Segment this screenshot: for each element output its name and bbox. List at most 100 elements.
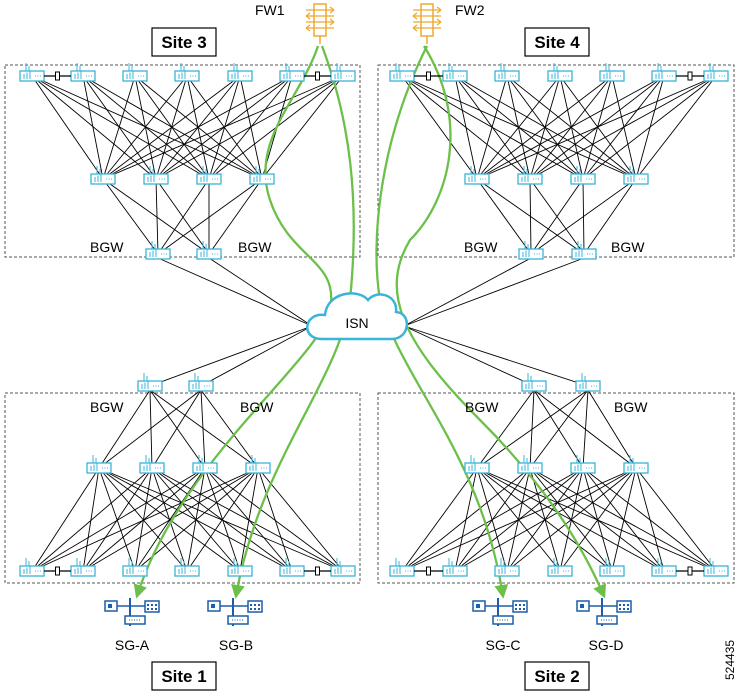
fabric-link	[149, 389, 259, 469]
fabric-link	[102, 75, 136, 180]
bgw-label: BGW	[90, 399, 124, 415]
leaf-switch	[227, 558, 253, 577]
fabric-link	[31, 467, 153, 572]
site1-label: Site 1	[151, 661, 217, 691]
fabric-link	[31, 75, 210, 180]
fabric-link	[155, 178, 210, 255]
firewall-fw2: FW2	[412, 2, 485, 44]
fabric-link	[582, 75, 717, 180]
fabric-link	[559, 75, 637, 180]
site4-box	[377, 64, 735, 258]
sg-b-icon	[207, 598, 263, 626]
sg-b-label: SG-B	[219, 637, 253, 653]
vpc-pair	[676, 566, 704, 576]
spine-switch	[143, 166, 169, 185]
fabric-link	[98, 467, 188, 572]
fabric-link	[31, 467, 100, 572]
leaf-switch	[279, 63, 305, 82]
flow-fw1-sg-a	[133, 45, 333, 599]
fabric-link	[635, 75, 717, 180]
vpc-pair	[414, 566, 443, 576]
fabric-link	[155, 75, 344, 180]
vpc-pair	[414, 71, 443, 81]
fabric-link	[476, 178, 532, 255]
fabric-link	[454, 75, 478, 180]
leaf-switch	[494, 558, 520, 577]
fabric-link	[401, 75, 478, 180]
fabric-link	[151, 389, 202, 469]
site4-label-text: Site 4	[534, 33, 580, 52]
sg-a-label: SG-A	[115, 637, 150, 653]
leaf-switch	[651, 63, 677, 82]
site-boxes	[4, 64, 735, 584]
fabric-link	[559, 467, 637, 572]
vpc-pair	[304, 71, 331, 81]
spine-switch	[245, 455, 271, 474]
fabric-link	[239, 467, 259, 572]
bgw-label: BGW	[464, 239, 498, 255]
fabric-link	[31, 75, 104, 180]
fabric-link	[401, 467, 584, 572]
fabric-link	[208, 178, 263, 255]
sg-c-icon	[472, 598, 528, 626]
spine-switch	[517, 455, 543, 474]
bgw-switch	[196, 241, 222, 260]
vpc-pair	[676, 71, 704, 81]
bgw-label: BGW	[238, 239, 272, 255]
site3-box	[4, 64, 361, 258]
fabric-link	[82, 467, 153, 572]
isn-link	[403, 257, 585, 327]
vpc-pair	[304, 566, 331, 576]
fabric-link	[454, 467, 637, 572]
bgw-switch	[518, 241, 544, 260]
cloud-icon	[306, 292, 408, 341]
fabric-link	[208, 75, 293, 180]
leaf-switch	[174, 558, 200, 577]
spine-switch	[196, 166, 222, 185]
firewall-icon	[305, 3, 335, 44]
isn-cloud: ISN	[306, 292, 408, 341]
fabric-link	[587, 389, 637, 469]
leaf-switch	[279, 558, 305, 577]
leaf-switch	[442, 558, 468, 577]
fabric-link	[476, 75, 561, 180]
leaf-switch	[122, 63, 148, 82]
spine-switch	[570, 166, 596, 185]
leaf-switch	[174, 63, 200, 82]
fabric-link	[476, 75, 613, 180]
leaf-switch	[703, 63, 729, 82]
spine-switch	[192, 455, 218, 474]
leaf-switch	[547, 63, 573, 82]
isn-link	[403, 257, 532, 327]
fabric-link	[583, 178, 637, 255]
site3-label-text: Site 3	[161, 33, 206, 52]
site4-label: Site 4	[524, 27, 590, 57]
spine-switch	[139, 455, 165, 474]
sg-c-label: SG-C	[486, 637, 521, 653]
bgw-label: BGW	[611, 239, 645, 255]
fabric-link	[102, 75, 344, 180]
security-group-icons	[104, 598, 632, 626]
bgw-label: BGW	[614, 399, 648, 415]
fabric-link	[102, 178, 210, 255]
leaf-switch	[599, 558, 625, 577]
vpc-pair	[44, 71, 71, 81]
leaf-switch	[389, 558, 415, 577]
isn-label: ISN	[345, 315, 368, 331]
fabric-link	[31, 75, 263, 180]
fabric-link	[98, 389, 151, 469]
fabric-link	[151, 467, 344, 572]
spine-switch	[86, 455, 112, 474]
bgw-label: BGW	[240, 399, 274, 415]
leaf-switch	[70, 63, 96, 82]
fabric-link	[186, 467, 259, 572]
isn-link	[157, 257, 313, 327]
fabric-link	[529, 389, 589, 469]
leaf-switch	[122, 558, 148, 577]
spine-switch	[464, 166, 490, 185]
fabric-link	[476, 75, 508, 180]
leaf-switch	[330, 63, 356, 82]
fabric-link	[261, 75, 344, 180]
fabric-link	[476, 75, 717, 180]
